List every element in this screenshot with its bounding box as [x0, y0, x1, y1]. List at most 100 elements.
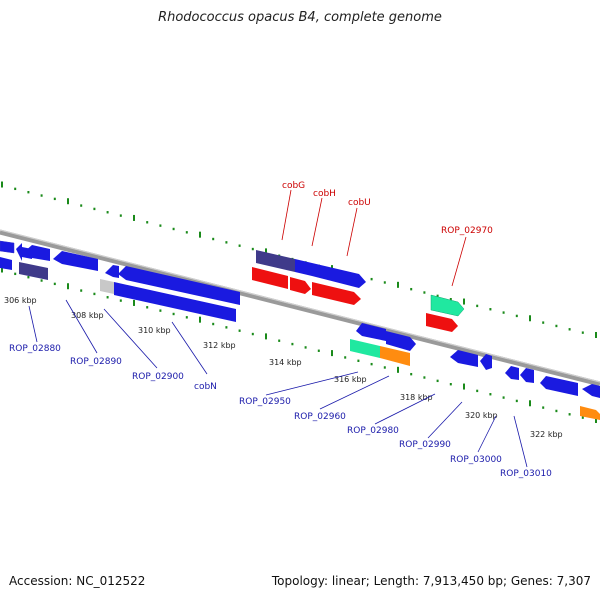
minor-tick	[159, 224, 162, 227]
minor-tick	[251, 332, 254, 336]
gene-arrow[interactable]	[356, 323, 386, 341]
forward-gene-labels: cobG cobH cobU ROP_02970	[282, 181, 493, 236]
gene-label-ROP_02880[interactable]: ROP_02880	[9, 344, 61, 354]
gene-arrow-cobG[interactable]	[256, 250, 295, 272]
gene-arrow[interactable]	[312, 282, 361, 305]
minor-tick	[80, 289, 83, 292]
major-tick	[397, 281, 399, 288]
minor-tick	[370, 277, 373, 281]
major-tick	[463, 383, 465, 390]
gene-label-ROP_02900[interactable]: ROP_02900	[132, 372, 184, 382]
minor-tick	[581, 416, 584, 419]
minor-tick	[93, 292, 96, 296]
major-tick	[199, 231, 201, 238]
gene-label-ROP_03010[interactable]: ROP_03010	[500, 469, 552, 479]
minor-tick	[555, 324, 558, 328]
gene-label-ROP_02890[interactable]: ROP_02890	[70, 357, 122, 367]
gene-label-ROP_02950[interactable]: ROP_02950	[239, 397, 291, 407]
gene-arrow[interactable]	[540, 376, 578, 396]
gene-arrow[interactable]	[426, 313, 458, 332]
minor-tick	[212, 237, 215, 241]
gene-arrow-ROP_03000[interactable]	[505, 366, 519, 380]
gene-arrow[interactable]	[24, 245, 50, 261]
minor-tick	[370, 362, 373, 366]
scale-label-314: 314 kbp	[269, 358, 302, 367]
scale-label-310: 310 kbp	[138, 326, 171, 335]
gene-arrow-cobN[interactable]	[118, 266, 240, 305]
gene-arrow-ROP_03010[interactable]	[520, 368, 534, 383]
gene-arrow-ROP_02960[interactable]	[380, 346, 410, 366]
gene-arrow[interactable]	[100, 279, 114, 294]
gene-label-ROP_02980[interactable]: ROP_02980	[347, 426, 399, 436]
scale-label-320: 320 kbp	[465, 411, 498, 420]
gene-arrow-ROP_02980[interactable]	[450, 350, 478, 367]
minor-tick	[27, 190, 30, 194]
gene-label-cobN[interactable]: cobN	[194, 382, 217, 392]
major-tick	[265, 333, 267, 340]
minor-tick	[212, 322, 215, 326]
scale-label-308: 308 kbp	[71, 311, 104, 320]
minor-tick	[489, 393, 492, 396]
gene-arrow[interactable]	[0, 257, 12, 270]
minor-tick	[436, 294, 439, 298]
minor-tick	[304, 346, 307, 349]
gene-arrow[interactable]	[114, 282, 236, 322]
minor-tick	[238, 244, 241, 247]
minor-tick	[119, 299, 122, 302]
minor-tick	[93, 207, 96, 211]
minor-tick	[14, 187, 17, 191]
minor-tick	[80, 204, 83, 207]
minor-tick	[410, 287, 413, 291]
minor-tick	[555, 409, 558, 413]
major-tick	[397, 366, 399, 373]
minor-tick	[542, 406, 545, 409]
gene-label-ROP_02970[interactable]: ROP_02970	[441, 226, 493, 236]
accession-label: Accession: NC_012522	[9, 574, 146, 588]
minor-tick	[489, 308, 492, 311]
minor-tick	[476, 304, 479, 308]
minor-tick	[515, 399, 518, 403]
gene-label-cobU[interactable]: cobU	[348, 198, 371, 208]
gene-label-ROP_02990[interactable]: ROP_02990	[399, 440, 451, 450]
minor-tick	[581, 331, 584, 334]
minor-tick	[119, 214, 122, 217]
gene-label-ROP_03000[interactable]: ROP_03000	[450, 455, 502, 465]
gene-arrow[interactable]	[19, 262, 48, 280]
label-connectors	[28, 189, 528, 468]
gene-arrow[interactable]	[0, 240, 15, 254]
major-tick	[199, 316, 201, 323]
minor-tick	[172, 227, 175, 231]
minor-tick	[225, 241, 228, 244]
minor-tick	[423, 376, 426, 379]
reverse-gene-labels: ROP_02880 ROP_02890 ROP_02900 cobN ROP_0…	[9, 344, 552, 479]
minor-tick	[449, 383, 452, 386]
gene-arrow[interactable]	[105, 265, 119, 278]
minor-tick	[14, 272, 17, 276]
gene-arrow[interactable]	[580, 406, 600, 420]
minor-tick	[502, 311, 505, 314]
gene-arrow[interactable]	[53, 251, 98, 271]
major-tick	[133, 299, 135, 306]
minor-tick	[436, 379, 439, 383]
gene-arrow[interactable]	[290, 277, 311, 294]
minor-tick	[53, 282, 56, 286]
gene-label-cobH[interactable]: cobH	[313, 189, 336, 199]
gene-label-ROP_02960[interactable]: ROP_02960	[294, 412, 346, 422]
gene-arrow-ROP_02950[interactable]	[350, 339, 380, 358]
gene-label-cobG[interactable]: cobG	[282, 181, 305, 191]
gene-arrow-cobH[interactable]	[295, 259, 312, 276]
minor-tick	[502, 396, 505, 399]
genome-backbone-highlight	[0, 229, 600, 383]
gene-arrow-ROP_02970[interactable]	[430, 294, 465, 317]
gene-arrow[interactable]	[386, 331, 416, 351]
gene-arrow[interactable]	[582, 384, 600, 398]
minor-tick	[383, 281, 386, 284]
gene-arrow-cobU[interactable]	[312, 263, 366, 288]
minor-tick	[40, 279, 43, 282]
gene-arrow-ROP_02990[interactable]	[480, 354, 492, 370]
gene-arrow[interactable]	[252, 267, 288, 289]
gene-features	[0, 240, 600, 420]
minor-tick	[476, 389, 479, 393]
major-tick	[67, 198, 69, 205]
